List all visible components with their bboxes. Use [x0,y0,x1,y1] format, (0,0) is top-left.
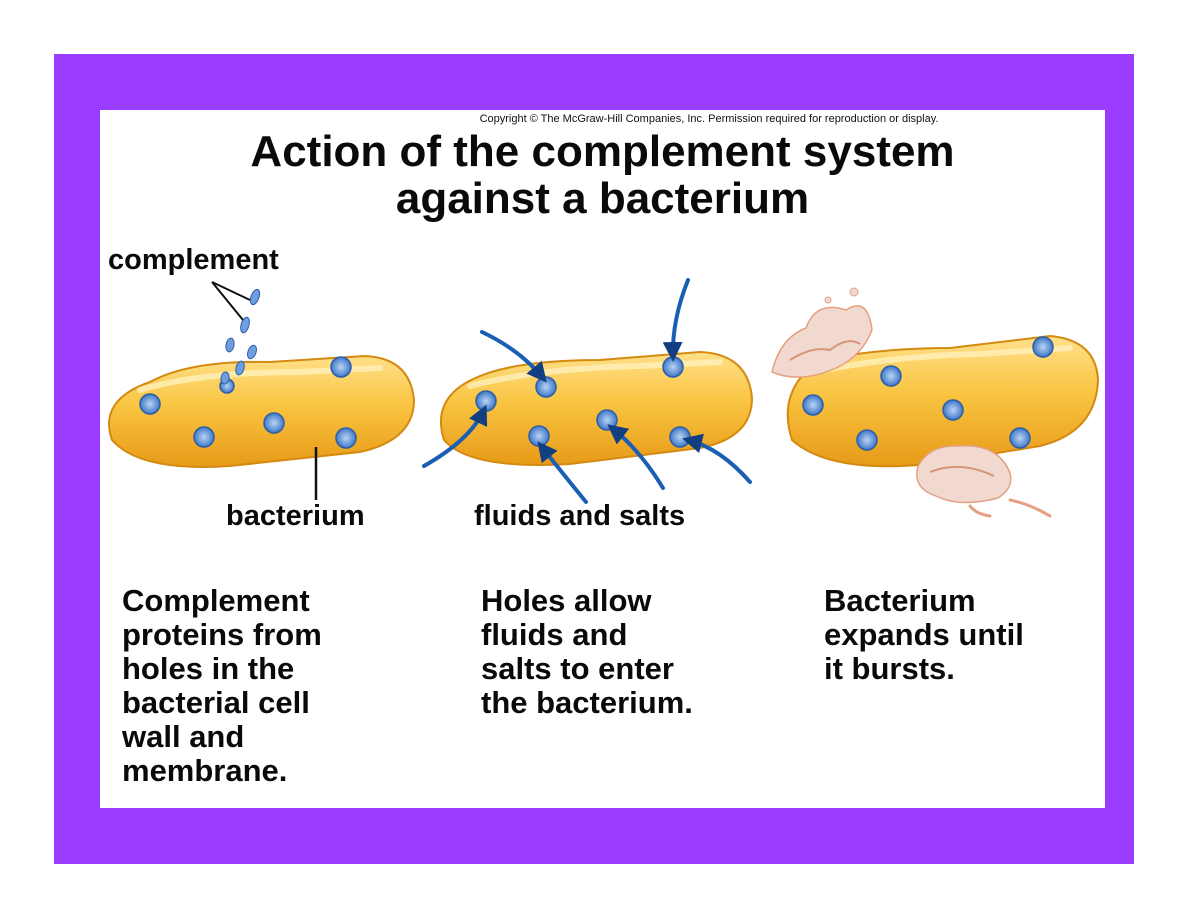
fluid-arrows [422,278,752,504]
fluid-arrow-2 [662,278,690,362]
fluid-arrow-5 [607,424,665,490]
complement-pointer-lines [211,281,251,321]
bacterium-label: bacterium [226,500,365,532]
complement-proteins [220,288,261,385]
caption-step-2: Holes allow fluids and salts to enter th… [481,583,693,720]
fluid-arrow-1 [480,330,547,383]
fluid-arrow-3 [422,404,488,468]
fluid-arrow-4 [537,441,588,504]
title-line-2: against a bacterium [395,174,810,223]
fluid-arrow-6 [682,433,752,484]
caption-step-1: Complement proteins from holes in the ba… [122,583,322,788]
title-line-1: Action of the complement system [250,127,955,176]
burst-debris [771,287,1052,518]
caption-step-3: Bacterium expands until it bursts. [824,583,1024,686]
diagram-title: Action of the complement system against … [100,128,1105,222]
pores-bacterium-1 [139,356,357,449]
copyright-notice: Copyright © The McGraw-Hill Companies, I… [479,113,939,125]
fluids-and-salts-label: fluids and salts [474,500,686,532]
complement-label: complement [108,244,279,276]
pores-bacterium-3 [802,336,1054,451]
